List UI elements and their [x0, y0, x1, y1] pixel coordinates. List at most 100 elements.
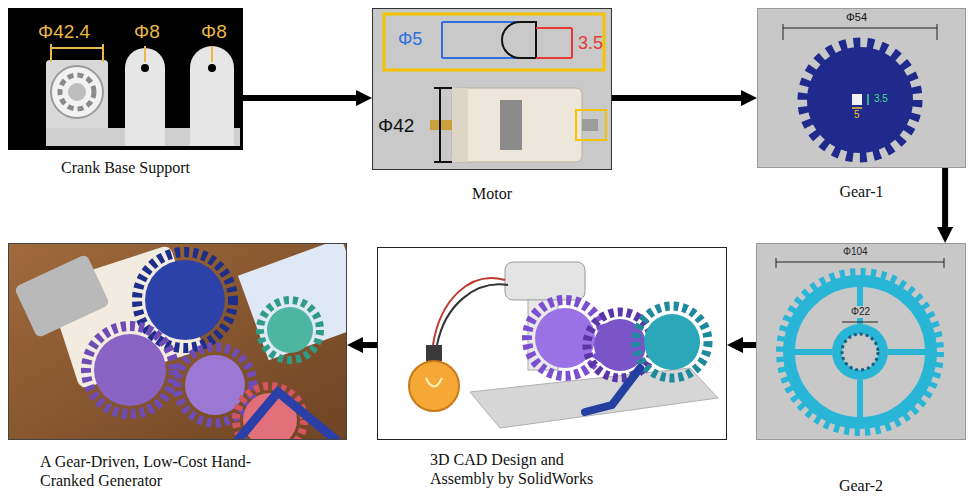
motor-body — [505, 262, 585, 300]
motor-body — [452, 88, 582, 162]
upright — [125, 48, 165, 146]
gear — [177, 347, 253, 423]
gear-body — [807, 47, 913, 153]
panel-ground — [377, 247, 727, 440]
gear-hub — [832, 324, 888, 380]
flow-arrow — [612, 95, 743, 101]
dimension-tick — [50, 44, 52, 62]
panel-ground — [757, 8, 966, 168]
crank-handle — [238, 392, 336, 439]
photo-panel: A Gear-Driven, Low-Cost Hand-Cranked Gen… — [8, 243, 347, 440]
flow-arrow — [243, 95, 358, 101]
panel-ground — [8, 8, 243, 150]
part-panel: Gear-1 — [757, 8, 966, 168]
dimension-label: Φ22 — [849, 306, 872, 318]
gear-teeth — [803, 43, 917, 157]
dimension-line — [442, 57, 520, 59]
dimension-tick — [783, 24, 784, 40]
dimension-line — [776, 262, 944, 263]
bearing-balls — [60, 75, 94, 109]
gear — [137, 252, 233, 348]
gear-rim — [789, 281, 931, 423]
gear — [260, 300, 320, 360]
part-caption: Gear-1 — [757, 182, 966, 201]
gear — [267, 307, 313, 353]
panel-ground — [756, 243, 966, 440]
dimension-tick — [776, 258, 777, 268]
wire — [437, 284, 508, 345]
bearing-ring — [51, 66, 103, 118]
motor-body — [14, 254, 110, 339]
photo-prototype — [14, 244, 346, 439]
flow-arrow — [741, 342, 756, 348]
gear-spoke — [857, 380, 863, 423]
dimension-label: 3.5 — [874, 94, 888, 104]
part-panel: Gear-2 — [756, 243, 966, 440]
cad-assembly — [409, 262, 718, 428]
dimension-tick — [434, 161, 452, 163]
gear — [644, 314, 700, 370]
hub-bore — [842, 334, 878, 370]
gear — [86, 326, 174, 414]
gear-spoke — [789, 349, 832, 355]
dimension-label: Φ8 — [134, 22, 160, 41]
gear — [145, 260, 225, 340]
part-caption: Crank Base Support — [8, 158, 243, 177]
dimension-line — [536, 57, 572, 59]
dimension-line — [571, 28, 573, 58]
cad-panel: 3D CAD Design and Assembly by SolidWorks — [377, 247, 727, 440]
dimension-label: Φ42.4 — [38, 22, 90, 41]
dimension-line — [439, 88, 441, 162]
dimension-label: Φ54 — [846, 12, 867, 23]
dimension-label: Φ42 — [378, 116, 414, 135]
dimension-tick — [937, 24, 938, 40]
dimension-label: Φ104 — [843, 247, 868, 257]
wire — [433, 278, 505, 345]
hole — [141, 64, 149, 72]
crank-handle — [585, 368, 640, 412]
dimension-tick — [434, 87, 452, 89]
motor-vent — [500, 100, 522, 150]
leader-line — [144, 46, 146, 62]
dimension-line — [51, 47, 103, 49]
shaft-section — [502, 22, 536, 58]
detail-frame — [384, 14, 604, 70]
flow-arrow — [942, 168, 948, 229]
detail-marker — [576, 110, 606, 140]
part-caption: A Gear-Driven, Low-Cost Hand-Cranked Gen… — [40, 452, 280, 490]
dimension-line — [842, 322, 878, 323]
bulb-socket — [426, 345, 442, 361]
d-hole — [852, 94, 862, 105]
dimension-line — [852, 107, 862, 109]
flow-arrow — [361, 342, 377, 348]
dimension-line — [441, 22, 443, 58]
dimension-label: Φ8 — [201, 22, 227, 41]
dimension-label: 5 — [854, 110, 860, 120]
hole — [208, 64, 216, 72]
upright — [190, 46, 234, 146]
part-caption: Gear-2 — [756, 476, 966, 495]
dimension-tick — [944, 258, 945, 268]
dimension-line — [867, 94, 869, 105]
dimension-line — [783, 28, 937, 29]
bearing-bore — [68, 83, 86, 101]
dimension-tick — [102, 44, 104, 62]
bulb-filament — [426, 378, 442, 387]
gear — [636, 306, 708, 378]
gear-spoke — [888, 349, 931, 355]
part-caption: 3D CAD Design and Assembly by SolidWorks — [430, 450, 612, 488]
dimension-label: 3.5 — [578, 34, 603, 52]
motor-endcap — [452, 88, 468, 162]
dimension-line — [442, 21, 520, 23]
dimension-line — [536, 27, 572, 29]
part-caption: Motor — [372, 184, 612, 203]
keyboard — [238, 244, 346, 360]
dimension-label: Φ5 — [398, 30, 422, 48]
leader-line — [211, 46, 213, 62]
panel-ground — [372, 8, 612, 170]
gear — [94, 334, 166, 406]
gear-teeth — [780, 272, 940, 432]
motor-shaft — [582, 119, 598, 131]
